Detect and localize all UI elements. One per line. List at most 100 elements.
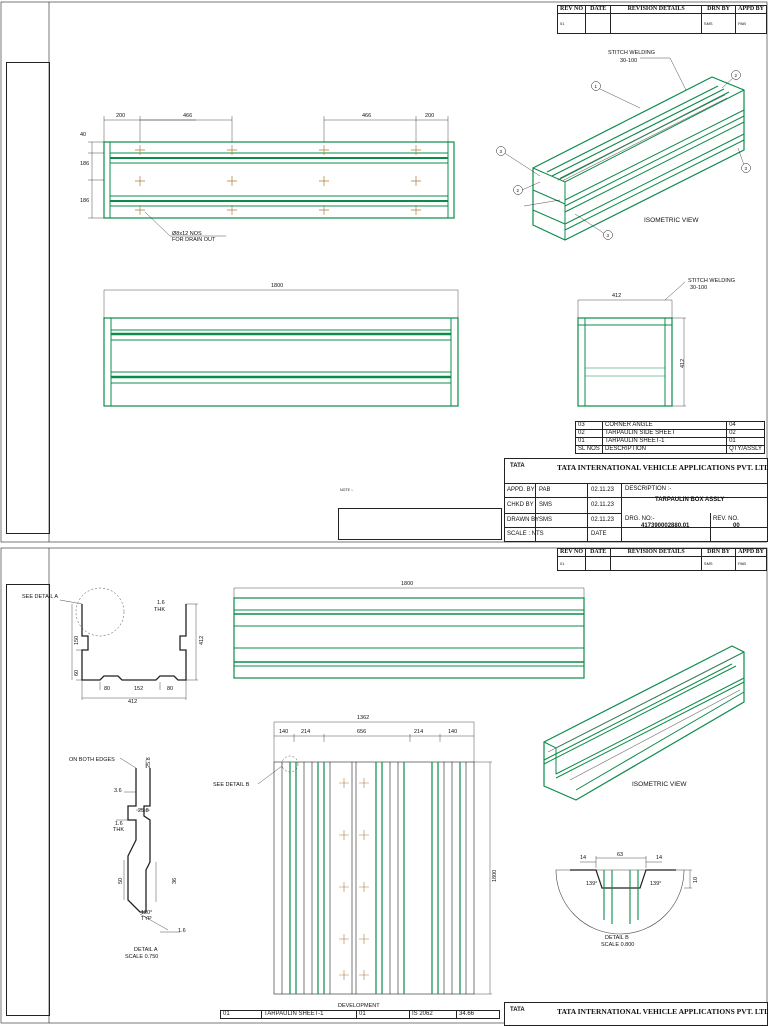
db-14-left: 14 (580, 855, 586, 861)
detail-a (116, 757, 180, 933)
dev-140-left: 140 (279, 729, 288, 735)
rev2-header-rev: REV NO (556, 548, 587, 557)
see-detail-a: SEE DETAIL A (22, 594, 58, 600)
dim-186-upper: 186 (80, 161, 89, 167)
bom-r1-desc: CORNER ANGLE (601, 421, 728, 430)
bom-r2-desc: TARPAULIN SIDE SHEET (601, 429, 728, 438)
rev1-appd: PAB (735, 13, 767, 34)
dim-1800-front: 1800 (271, 283, 283, 289)
sheet1-border (0, 1, 768, 543)
bom2-weight: 34.66 (456, 1010, 500, 1019)
rev-header-rev: REV NO (556, 5, 587, 14)
stitch-welding-label-2: STITCH WELDING (688, 278, 735, 284)
da-thk: THK (113, 827, 124, 833)
tata-logo: TATA (510, 463, 525, 469)
balloon-2-top: 2 (735, 73, 738, 78)
dim-200-right: 200 (425, 113, 434, 119)
bom-r3-sl: 01 (575, 437, 603, 446)
appd-value: PAB (539, 487, 551, 493)
left-zone-ruler-1 (6, 62, 50, 534)
da-25-8: 25.8 (138, 808, 149, 814)
chkd-label: CHKD BY (507, 502, 534, 508)
da-50: 50 (118, 878, 124, 884)
appd-date: 02.11.23 (591, 487, 614, 493)
notes-box (338, 508, 502, 540)
rev2-date (585, 556, 612, 571)
dim-412-width: 412 (612, 293, 621, 299)
rev1-drn: SMS (700, 13, 737, 34)
bom2-qty: 01 (356, 1010, 410, 1019)
dev-214-left: 214 (301, 729, 310, 735)
iso-balloons (496, 70, 751, 240)
bom-hd-qty: QTY/ASSLY (726, 445, 765, 454)
detail-b-scale: SCALE 0.800 (601, 942, 634, 948)
stitch-welding-label: STITCH WELDING (608, 50, 655, 56)
da-36: 36 (172, 878, 178, 884)
rev-header-appd: APPD BY (735, 5, 767, 14)
db-10: 10 (693, 877, 699, 883)
end-view (577, 281, 686, 407)
da-typ: TYP (141, 916, 152, 922)
bom-table-2: 01 TARPAULIN SHEET-1 01 IS 2062 34.66 (220, 1010, 500, 1019)
title-block-2: TATA TATA INTERNATIONAL VEHICLE APPLICAT… (504, 1002, 768, 1026)
da-1-6: 1.6 (178, 928, 186, 934)
scale-label: SCALE : NTS (507, 531, 544, 537)
isometric-view-box (532, 76, 745, 241)
rev1-details (610, 13, 702, 34)
detail-b (555, 856, 692, 935)
top-view (103, 141, 455, 219)
sec-412-width: 412 (128, 699, 137, 705)
dim-1800-top: 1800 (401, 581, 413, 587)
dim-466-right: 466 (362, 113, 371, 119)
da-3-6: 3.6 (114, 788, 122, 794)
dev-214-right: 214 (414, 729, 423, 735)
db-139-left: 139° (586, 881, 597, 887)
bom-hd-sl: SL NOS (575, 445, 603, 454)
detail-a-title: DETAIL A (134, 947, 158, 953)
left-zone-ruler-2 (6, 584, 50, 1016)
drawn-date: 02.11.23 (591, 517, 614, 523)
sec-412-height: 412 (199, 636, 205, 645)
bom2-sl: 01 (220, 1010, 262, 1019)
iso-view-label-1: ISOMETRIC VIEW (644, 217, 699, 224)
top-view-dimensions (88, 116, 449, 237)
cross-section (59, 587, 198, 700)
da-120: 120° (141, 910, 152, 916)
desc-value: TARPAULIN BOX ASSLY (655, 497, 725, 503)
bom-r3-qty: 01 (726, 437, 765, 446)
dim-186-lower: 186 (80, 198, 89, 204)
bom-r2-sl: 02 (575, 429, 603, 438)
da-25-8-top: 25.8 (146, 757, 152, 768)
rev-label: REV. NO. (713, 516, 739, 522)
hole-note-1: Ø8x12 NOS (172, 231, 202, 237)
notes-title: NOTE :- (340, 488, 354, 492)
sec-thk: 1.6 (157, 600, 165, 606)
db-139-right: 139° (650, 881, 661, 887)
dim-466-left: 466 (183, 113, 192, 119)
rev1-date (585, 13, 612, 34)
bom-r1-sl: 03 (575, 421, 603, 430)
rev1-no: 01 (556, 13, 587, 34)
rev-header-drn: DRN BY (700, 5, 737, 14)
see-detail-b: SEE DETAIL B (213, 782, 250, 788)
sec-60: 60 (74, 670, 80, 676)
dev-140-right: 140 (448, 729, 457, 735)
rev2-drn: SMS (700, 556, 737, 571)
rev2-header-appd: APPD BY (735, 548, 767, 557)
balloon-2-left: 2 (517, 188, 520, 193)
bom-r3-desc: TARPAULIN SHEET-1 (601, 437, 728, 446)
db-63: 63 (617, 852, 623, 858)
rev2-header-date: DATE (585, 548, 612, 557)
drg-label: DRG. NO:- (625, 516, 655, 522)
stitch-welding-value-2: 30-100 (690, 285, 707, 291)
desc-label: DESCRIPTION :- (625, 486, 672, 492)
balloon-1: 1 (595, 84, 598, 89)
dev-1362: 1362 (357, 715, 369, 721)
sheet2-border (0, 547, 768, 1024)
db-14-right: 14 (656, 855, 662, 861)
development-view (257, 721, 492, 995)
bom-hd-desc: DESCRIPTION (601, 445, 728, 454)
